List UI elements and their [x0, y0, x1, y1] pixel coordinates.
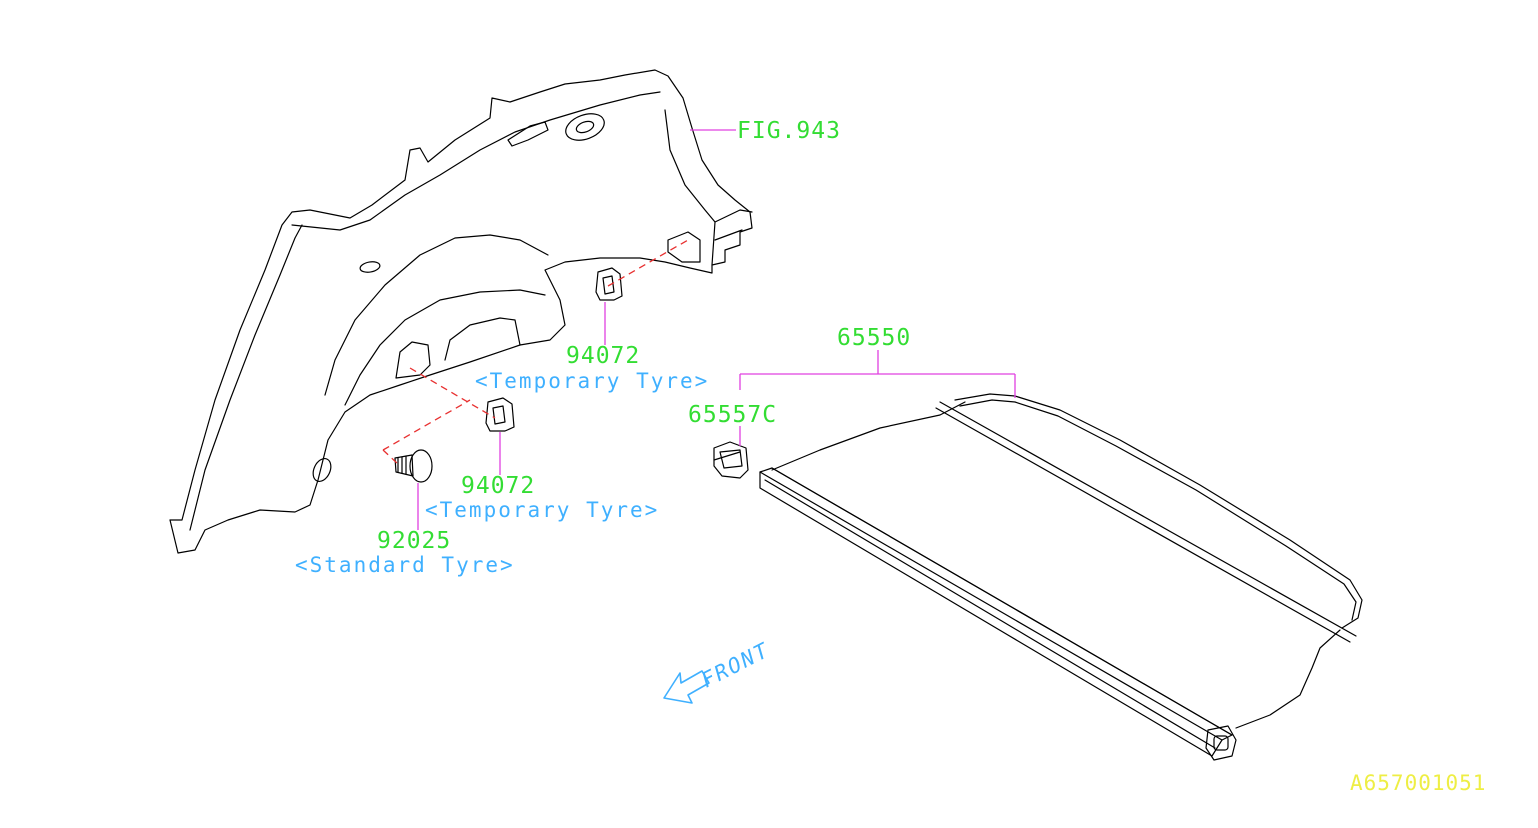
- quarter-trim-panel: [169, 69, 753, 554]
- diagram-id: A657001051: [1350, 771, 1486, 795]
- leader-cover: [739, 350, 1016, 398]
- holder-part-number[interactable]: 65557C: [688, 402, 777, 428]
- cover-part-number[interactable]: 65550: [837, 325, 911, 351]
- tonneau-cover: [759, 393, 1363, 761]
- clip-note: <Standard Tyre>: [295, 553, 515, 577]
- hook-upper-note: <Temporary Tyre>: [475, 369, 709, 393]
- fig-ref-label[interactable]: FIG.943: [737, 118, 841, 144]
- front-arrow-icon: [663, 670, 710, 704]
- front-label: FRONT: [697, 638, 773, 693]
- alignment-line-upper: [607, 239, 689, 287]
- hook-upper: [595, 267, 623, 301]
- clip-part-number[interactable]: 92025: [377, 528, 451, 554]
- hook-upper-part-number[interactable]: 94072: [566, 343, 640, 369]
- hook-lower-part-number[interactable]: 94072: [461, 473, 535, 499]
- alignment-line-clip: [382, 399, 471, 451]
- hook-lower-note: <Temporary Tyre>: [425, 498, 659, 522]
- alignment-line-clip-drop: [382, 449, 399, 465]
- hook-lower: [485, 397, 515, 432]
- clip-92025: [394, 449, 433, 483]
- holder-65557c: [713, 441, 749, 479]
- alignment-line-lower: [409, 367, 496, 419]
